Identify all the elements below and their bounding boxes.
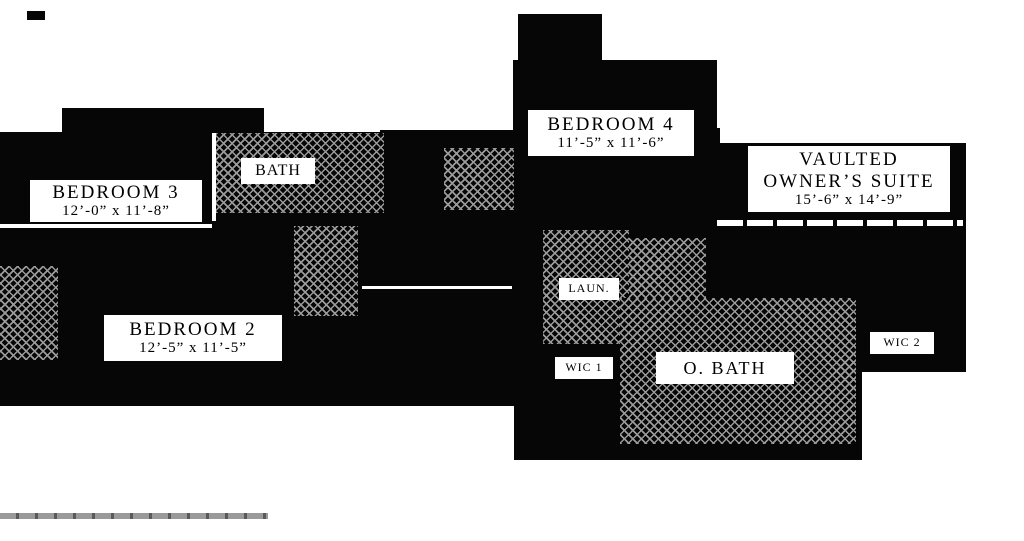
room-name-wic1: WIC 1 bbox=[565, 360, 603, 375]
room-dims-owners-suite: 15’-6” x 14’-9” bbox=[794, 191, 904, 208]
room-name-bedroom3: BEDROOM 3 bbox=[52, 181, 180, 203]
room-label-bedroom2: BEDROOM 2 12’-5” x 11’-5” bbox=[104, 315, 282, 361]
room-label-bath: BATH bbox=[241, 158, 315, 184]
room-name-laundry: LAUN. bbox=[568, 281, 610, 296]
room-label-bedroom4: BEDROOM 4 11’-5” x 11’-6” bbox=[528, 110, 694, 156]
room-name-bath: BATH bbox=[255, 162, 301, 180]
owners-suite-window-band bbox=[717, 220, 963, 226]
chimney-block bbox=[518, 14, 602, 66]
bath-wall-gap bbox=[212, 133, 216, 221]
hallway-tile-hatch bbox=[294, 226, 358, 316]
entry-tile-hatch bbox=[444, 148, 514, 210]
room-label-wic1: WIC 1 bbox=[555, 357, 613, 379]
room-name-bedroom2: BEDROOM 2 bbox=[129, 318, 257, 340]
room-label-owners-bath: O. BATH bbox=[656, 352, 794, 384]
room-name-owners-suite-line2: OWNER’S SUITE bbox=[763, 170, 935, 192]
room-label-owners-suite: VAULTED OWNER’S SUITE 15’-6” x 14’-9” bbox=[748, 146, 950, 212]
top-left-mark bbox=[27, 11, 45, 20]
left-wing-bump bbox=[62, 108, 264, 136]
stair-hatch bbox=[628, 238, 706, 298]
room-name-owners-suite-line1: VAULTED bbox=[799, 149, 899, 171]
room-label-wic2: WIC 2 bbox=[870, 332, 934, 354]
room-dims-bedroom3: 12’-0” x 11’-8” bbox=[62, 203, 170, 220]
porch-edge-line bbox=[0, 513, 268, 519]
room-dims-bedroom2: 12’-5” x 11’-5” bbox=[139, 340, 247, 357]
hall-wall-gap bbox=[362, 286, 512, 289]
room-name-bedroom4: BEDROOM 4 bbox=[547, 113, 675, 135]
room-label-bedroom3: BEDROOM 3 12’-0” x 11’-8” bbox=[30, 180, 202, 222]
left-closet-hatch bbox=[0, 266, 58, 360]
room-name-owners-bath: O. BATH bbox=[683, 357, 767, 378]
room-label-laundry: LAUN. bbox=[559, 278, 619, 300]
bedroom3-window-line bbox=[0, 224, 212, 228]
room-dims-bedroom4: 11’-5” x 11’-6” bbox=[557, 135, 665, 152]
room-name-wic2: WIC 2 bbox=[883, 335, 921, 350]
